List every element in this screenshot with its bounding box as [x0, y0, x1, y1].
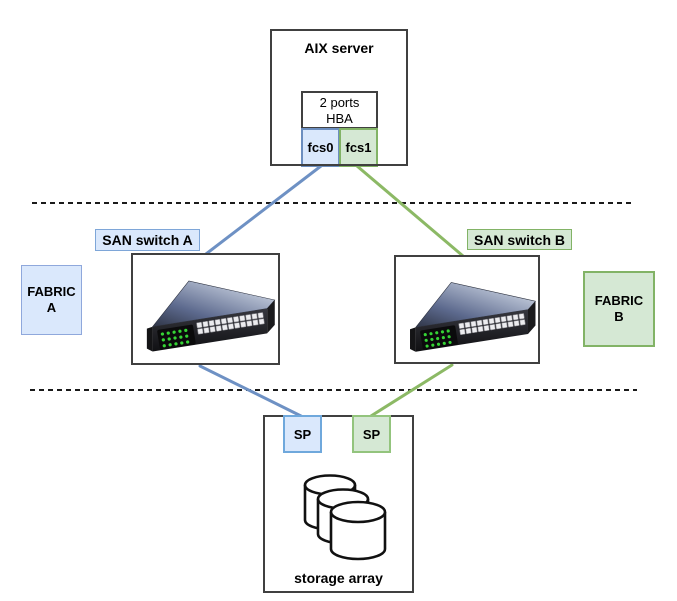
aix-server-title: AIX server — [304, 40, 374, 56]
link-switch-a-to-sp — [198, 364, 303, 418]
link-fcs0-to-switch-a — [204, 164, 323, 256]
san-switch-a-box — [131, 253, 280, 365]
network-switch-icon — [410, 282, 537, 352]
fabric-b-label: FABRIC B — [583, 271, 655, 347]
network-switch-icon — [146, 280, 276, 352]
link-fcs1-to-switch-b — [355, 164, 465, 258]
hba-label-line2: HBA — [326, 111, 353, 126]
san-switch-b-label: SAN switch B — [467, 229, 572, 250]
san-switch-b-box — [394, 255, 540, 364]
storage-array-label: storage array — [294, 570, 383, 586]
fabric-a-line2: A — [46, 300, 57, 315]
fabric-a-line1: FABRIC — [27, 284, 76, 299]
fabric-a-label: FABRIC A — [21, 265, 82, 335]
storage-processor-b: SP — [352, 415, 391, 453]
hba-box: 2 ports HBA — [301, 91, 378, 129]
port-fcs1: fcs1 — [339, 128, 378, 167]
disk-cylinders-icon — [303, 474, 387, 561]
fabric-b-line1: FABRIC — [594, 293, 644, 308]
san-switch-a-label: SAN switch A — [95, 229, 200, 251]
server-bottom-border — [301, 164, 378, 166]
hba-label-line1: 2 ports — [319, 95, 360, 110]
storage-processor-a: SP — [283, 415, 322, 453]
port-fcs0: fcs0 — [301, 128, 340, 167]
link-switch-b-to-sp — [369, 363, 454, 418]
fabric-b-line2: B — [614, 309, 624, 324]
